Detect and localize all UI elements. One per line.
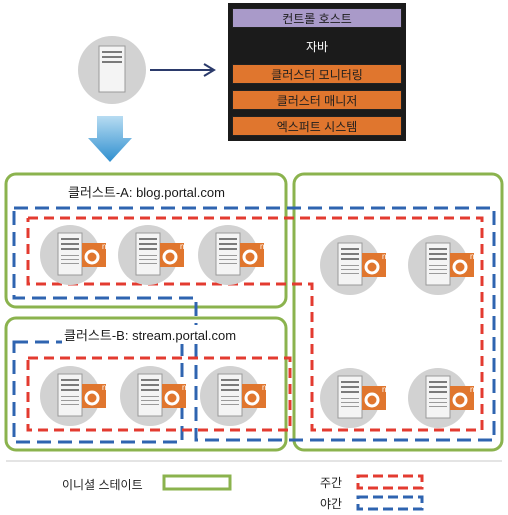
- server-icon: [39, 224, 108, 286]
- badge-letter: n: [260, 242, 264, 251]
- server-icon: [117, 224, 186, 286]
- control-host-title: 컨트롤 호스트: [232, 8, 402, 28]
- cluster-a-box: [4, 172, 288, 309]
- stack-layer-cluster-monitoring: 클러스터 모니터링: [232, 64, 402, 84]
- server-icon: [199, 365, 268, 427]
- server-icon: [197, 224, 266, 286]
- badge-letter: n: [102, 383, 106, 392]
- stack-layer-expert-system: 엑스퍼트 시스템: [232, 116, 402, 136]
- legend-initial-label: 이니셜 스테이트: [62, 478, 143, 492]
- badge-letter: n: [470, 385, 474, 394]
- server-icon: [407, 234, 476, 296]
- server-icon: [407, 367, 476, 429]
- badge-letter: n: [470, 252, 474, 261]
- legend-night-swatch: [356, 495, 424, 511]
- legend-day-label: 주간: [320, 476, 343, 490]
- badge-letter: n: [102, 242, 106, 251]
- server-icon: [319, 234, 388, 296]
- badge-letter: n: [262, 383, 266, 392]
- spare-pool-box: [292, 172, 504, 452]
- server-icon: [319, 367, 388, 429]
- day-allocation: [26, 216, 484, 432]
- down-arrow-icon: [88, 116, 132, 162]
- cluster-a-title: 클러스트-A: blog.portal.com: [66, 182, 227, 201]
- server-icon: [39, 365, 108, 427]
- control-host-stack: 컨트롤 호스트 자바 클러스터 모니터링 클러스터 매니저 엑스퍼트 시스템: [228, 3, 406, 141]
- cluster-b-box: [4, 316, 288, 452]
- legend-day-swatch: [356, 474, 424, 490]
- stack-layer-java: 자바: [232, 36, 402, 56]
- badge-letter: n: [382, 385, 386, 394]
- cluster-b-title: 클러스트-B: stream.portal.com: [62, 325, 239, 344]
- control-host-server-icon: [78, 36, 146, 104]
- legend-initial-swatch: [162, 474, 232, 491]
- badge-letter: n: [182, 383, 186, 392]
- badge-letter: n: [180, 242, 184, 251]
- legend-night-label: 야간: [320, 497, 343, 511]
- server-icon: [119, 365, 188, 427]
- badge-letter: n: [382, 252, 386, 261]
- stack-layer-cluster-manager: 클러스터 매니저: [232, 90, 402, 110]
